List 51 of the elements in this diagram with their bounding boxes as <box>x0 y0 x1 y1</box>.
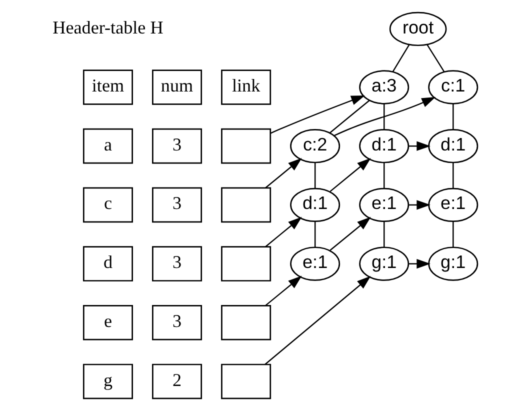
node-ellipse: e:1 <box>428 188 478 222</box>
connector <box>314 162 316 188</box>
node-box: a <box>82 128 133 164</box>
arrow <box>330 158 371 192</box>
connector <box>330 100 370 134</box>
arrow <box>265 276 302 306</box>
connector <box>452 162 454 188</box>
node-box <box>221 304 272 340</box>
connector <box>426 44 445 72</box>
node-box <box>221 246 272 282</box>
connector <box>384 162 385 188</box>
node-box: num <box>152 70 202 105</box>
node-box: c <box>82 187 133 223</box>
node-box: d <box>82 246 133 282</box>
node-box: 3 <box>152 246 202 282</box>
node-ellipse: g:1 <box>428 246 478 281</box>
node-ellipse: e:1 <box>290 246 340 281</box>
connector <box>452 222 454 248</box>
node-ellipse: d:1 <box>290 188 340 222</box>
node-box: 3 <box>152 128 202 164</box>
connector <box>384 222 385 248</box>
node-ellipse: d:1 <box>428 129 478 164</box>
node-box: 3 <box>152 304 202 340</box>
node-box: e <box>82 304 133 340</box>
node-box: g <box>82 364 133 400</box>
arrow <box>270 95 365 134</box>
node-box: 2 <box>152 364 202 400</box>
node-box <box>221 364 272 400</box>
connector <box>452 104 454 130</box>
node-ellipse: g:1 <box>359 246 410 281</box>
node-ellipse: root <box>389 12 447 46</box>
arrow <box>265 158 302 188</box>
node-box: link <box>221 70 272 105</box>
connector <box>384 104 385 130</box>
node-box: 3 <box>152 187 202 223</box>
arrow <box>408 258 430 269</box>
connector <box>392 44 410 72</box>
arrow <box>265 216 302 248</box>
connector <box>314 222 316 248</box>
node-box: item <box>82 70 133 105</box>
node-box <box>221 128 272 164</box>
node-ellipse: d:1 <box>359 129 410 164</box>
node-ellipse: a:3 <box>359 70 410 104</box>
arrow <box>334 96 436 136</box>
node-ellipse: c:1 <box>428 70 478 104</box>
node-box <box>221 187 272 223</box>
node-ellipse: c:2 <box>290 129 340 164</box>
arrow <box>264 276 371 365</box>
arrow <box>330 216 371 251</box>
label: Header-table H <box>52 17 164 38</box>
node-ellipse: e:1 <box>359 188 410 222</box>
